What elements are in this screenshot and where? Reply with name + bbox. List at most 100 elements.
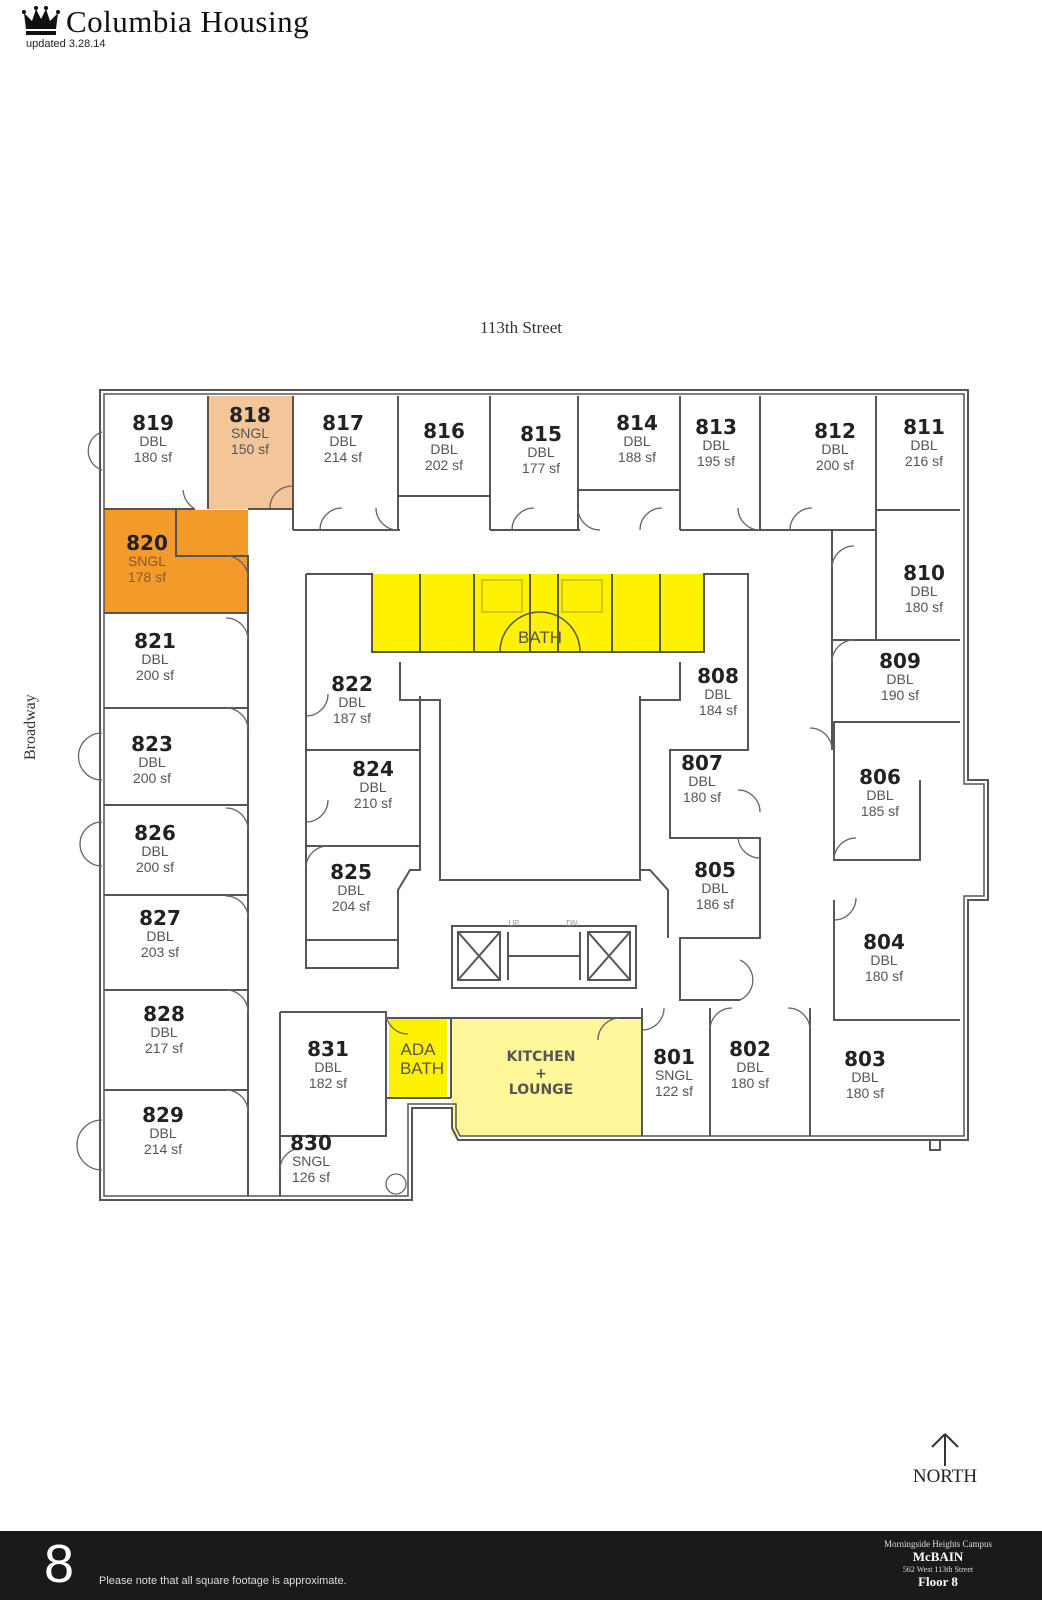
room-828-number: 828: [143, 1002, 185, 1026]
room-817-number: 817: [322, 411, 364, 435]
room-804-type: DBL: [870, 952, 897, 968]
room-805-type: DBL: [701, 880, 728, 896]
room-806-size: 185 sf: [861, 803, 899, 819]
room-830-size: 126 sf: [292, 1169, 330, 1185]
room-828-type: DBL: [150, 1024, 177, 1040]
doors: [76, 431, 857, 1195]
bath-fill: [372, 574, 704, 652]
room-813-number: 813: [695, 415, 737, 439]
room-805-number: 805: [694, 858, 736, 882]
room-821-size: 200 sf: [136, 667, 174, 683]
room-813-type: DBL: [702, 437, 729, 453]
room-818-size: 150 sf: [231, 441, 269, 457]
room-830-number: 830: [290, 1131, 332, 1155]
north-arrow-icon: [931, 1433, 959, 1466]
room-810-number: 810: [903, 561, 945, 585]
room-803-type: DBL: [851, 1069, 878, 1085]
room-814-type: DBL: [623, 433, 650, 449]
room-822-type: DBL: [338, 694, 365, 710]
room-829-number: 829: [142, 1103, 184, 1127]
area-fills: [104, 396, 704, 1136]
stair-up-label: UP: [508, 919, 519, 928]
room-808-type: DBL: [704, 686, 731, 702]
room-825-type: DBL: [337, 882, 364, 898]
room-822-number: 822: [331, 672, 373, 696]
room-805-size: 186 sf: [696, 896, 734, 912]
room-816-size: 202 sf: [425, 457, 463, 473]
room-826-number: 826: [134, 821, 176, 845]
walls: [99, 389, 989, 1201]
crown-icon: [22, 6, 60, 35]
header: Columbia Housing updated 3.28.14: [22, 4, 309, 50]
room-814-number: 814: [616, 411, 658, 435]
room-812-number: 812: [814, 419, 856, 443]
room-804-size: 180 sf: [865, 968, 903, 984]
updated-date: updated 3.28.14: [26, 38, 106, 50]
room-803-number: 803: [844, 1047, 886, 1071]
room-801-size: 122 sf: [655, 1083, 693, 1099]
north-label: NORTH: [912, 1466, 978, 1487]
room-810-size: 180 sf: [905, 599, 943, 615]
room-802-number: 802: [729, 1037, 771, 1061]
room-815-number: 815: [520, 422, 562, 446]
room-827-size: 203 sf: [141, 944, 179, 960]
footer: 8 Please note that all square footage is…: [0, 1531, 1042, 1600]
kitchen-lounge-fill: [451, 1018, 641, 1136]
room-802-type: DBL: [736, 1059, 763, 1075]
room-808-number: 808: [697, 664, 739, 688]
room-827-number: 827: [139, 906, 181, 930]
room-831-number: 831: [307, 1037, 349, 1061]
room-808-size: 184 sf: [699, 702, 737, 718]
room-820-type: SNGL: [128, 553, 166, 569]
room-818-type: SNGL: [231, 425, 269, 441]
room-809-size: 190 sf: [881, 687, 919, 703]
room-828-size: 217 sf: [145, 1040, 183, 1056]
room-824-size: 210 sf: [354, 795, 392, 811]
room-822-size: 187 sf: [333, 710, 371, 726]
room-817-size: 214 sf: [324, 449, 362, 465]
room-813-size: 195 sf: [697, 453, 735, 469]
street-label-top: 113th Street: [480, 318, 562, 337]
room-807-number: 807: [681, 751, 723, 775]
kitchen-label-2: +: [535, 1066, 547, 1082]
room-827-type: DBL: [146, 928, 173, 944]
stair-dn-label: DN: [566, 919, 578, 928]
bath-label: BATH: [518, 628, 562, 647]
room-809-number: 809: [879, 649, 921, 673]
footage-note: Please note that all square footage is a…: [99, 1575, 347, 1587]
brand-title: Columbia Housing: [66, 4, 310, 39]
room-825-size: 204 sf: [332, 898, 370, 914]
floor-label: Floor 8: [918, 1574, 958, 1589]
